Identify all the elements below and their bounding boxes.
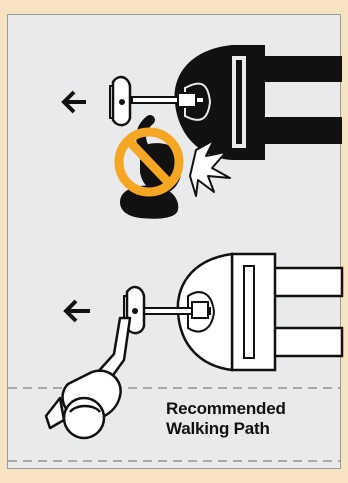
pinch-impact-burst [189,139,231,197]
machine-bottom [123,252,344,372]
walking-path-label-line-2: Walking Path [166,419,270,438]
direction-arrow [61,90,86,114]
machine-top [109,45,342,160]
operator-bottom [44,316,132,440]
prohibited-icon [114,127,184,197]
walking-path-label-line-1: Recommended [166,399,286,418]
direction-arrow-bottom [63,299,90,323]
walking-path-label: Recommended Walking Path [166,399,326,439]
rail-lower [262,117,342,144]
rail-upper [262,56,342,82]
